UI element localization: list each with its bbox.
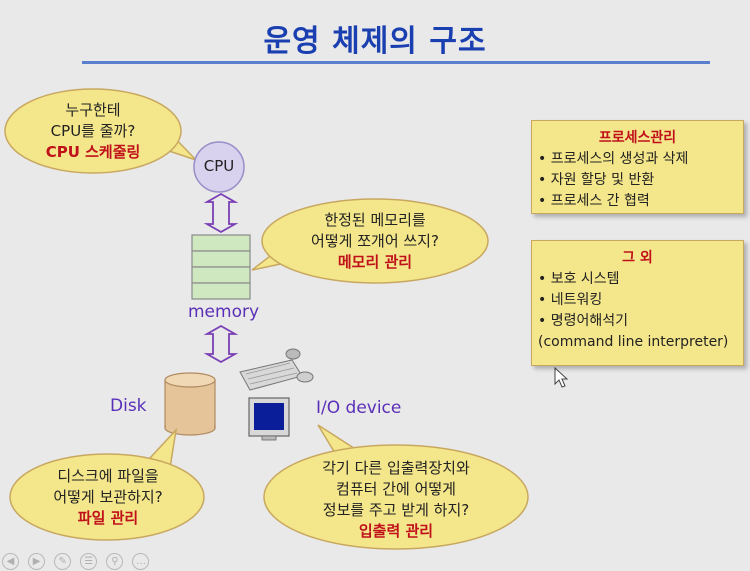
memory-bubble-line1: 한정된 메모리를 xyxy=(324,211,426,229)
zoom-icon[interactable]: ⚲ xyxy=(106,553,124,570)
process-box-item: • 프로세스의 생성과 삭제 xyxy=(538,151,689,167)
cpu-bubble xyxy=(4,88,197,174)
io-bubble xyxy=(263,424,529,550)
disk-label: Disk xyxy=(110,396,147,416)
memory-management-label: 메모리 관리 xyxy=(337,253,413,271)
disk-cylinder xyxy=(164,372,216,436)
disk-bubble-text: 디스크에 파일을 어떻게 보관하지? 파일 관리 xyxy=(18,466,198,529)
disk-bubble xyxy=(9,427,205,541)
other-box-item: • 보호 시스템 xyxy=(538,271,620,287)
memory-bubble-line2: 어떻게 쪼개어 쓰지? xyxy=(311,232,439,250)
cpu-memory-arrow xyxy=(203,192,239,234)
cpu-circle xyxy=(193,141,245,193)
page-title: 운영 체제의 구조 xyxy=(263,24,487,59)
memory-stack xyxy=(191,234,251,300)
cpu-scheduling-label: CPU 스케줄링 xyxy=(45,143,141,161)
memory-bubble xyxy=(251,198,489,284)
io-bubble-line3: 정보를 주고 받게 하지? xyxy=(322,501,470,519)
other-box-item: (command line interpreter) xyxy=(538,334,729,350)
previous-slide-icon[interactable]: ◀ xyxy=(2,553,19,570)
io-bubble-line2: 컴퓨터 간에 어떻게 xyxy=(336,480,456,498)
keyboard-icon xyxy=(239,348,314,391)
cpu-bubble-text: 누구한테 CPU를 줄까? CPU 스케줄링 xyxy=(13,100,173,163)
io-device-label: I/O device xyxy=(316,398,402,418)
mouse-cursor-icon xyxy=(554,366,569,388)
process-box-item: • 자원 할당 및 반환 xyxy=(538,172,655,188)
pen-icon[interactable]: ✎ xyxy=(54,553,72,570)
io-bubble-text: 각기 다른 입출력장치와 컴퓨터 간에 어떻게 정보를 주고 받게 하지? 입출… xyxy=(276,458,516,542)
memory-label: memory xyxy=(188,302,260,322)
process-box-header: 프로세스관리 xyxy=(598,130,677,146)
disk-bubble-line2: 어떻게 보관하지? xyxy=(53,488,163,506)
process-box-item: • 프로세스 간 협력 xyxy=(538,193,650,209)
other-functions-box: 그 외 • 보호 시스템 • 네트워킹 • 명령어해석기 (command li… xyxy=(531,240,744,366)
io-bubble-line1: 각기 다른 입출력장치와 xyxy=(322,459,470,477)
title-underline xyxy=(82,61,710,64)
monitor-icon xyxy=(248,397,290,441)
io-management-label: 입출력 관리 xyxy=(358,522,434,540)
disk-bubble-line1: 디스크에 파일을 xyxy=(57,467,159,485)
other-box-item: • 명령어해석기 xyxy=(538,313,628,329)
more-icon[interactable]: … xyxy=(132,553,150,570)
menu-icon[interactable]: ☰ xyxy=(80,553,98,570)
other-box-header: 그 외 xyxy=(622,250,653,266)
slideshow-controls: ◀ ▶ ✎ ☰ ⚲ … xyxy=(2,549,153,570)
cpu-bubble-line2: CPU를 줄까? xyxy=(50,122,136,140)
other-box-item: • 네트워킹 xyxy=(538,292,603,308)
memory-io-arrow xyxy=(203,324,239,364)
cpu-label: CPU xyxy=(203,157,235,175)
memory-bubble-text: 한정된 메모리를 어떻게 쪼개어 쓰지? 메모리 관리 xyxy=(270,210,480,273)
process-management-box: 프로세스관리 • 프로세스의 생성과 삭제 • 자원 할당 및 반환 • 프로세… xyxy=(531,120,744,214)
file-management-label: 파일 관리 xyxy=(77,509,139,527)
cpu-bubble-line1: 누구한테 xyxy=(65,101,121,119)
next-slide-icon[interactable]: ▶ xyxy=(28,553,46,570)
